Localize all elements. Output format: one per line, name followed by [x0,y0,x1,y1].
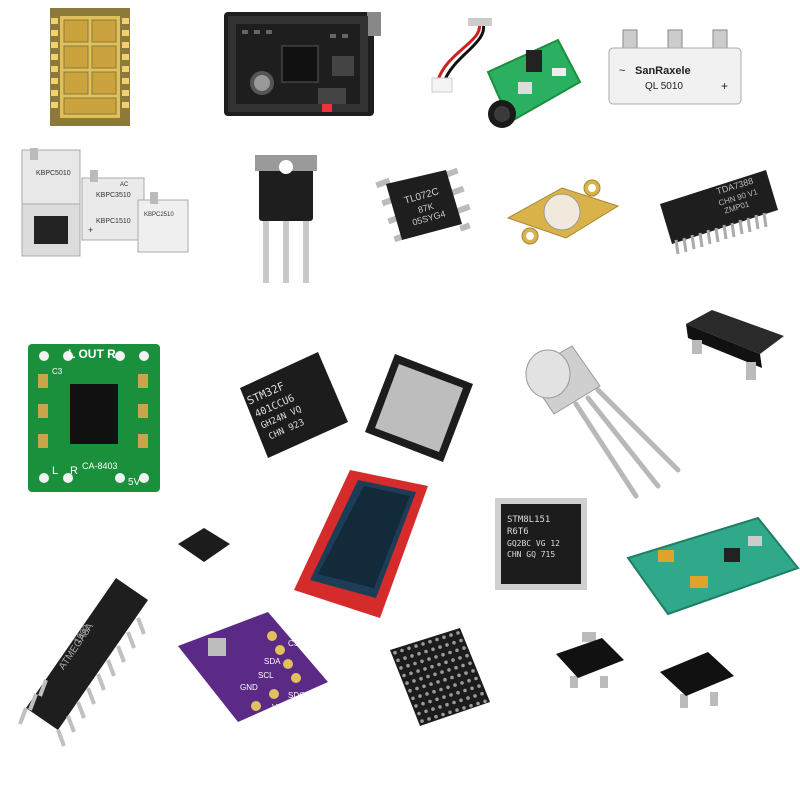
pam-title: L OUT R [68,347,116,361]
kbpc-ac-label: AC [120,182,129,188]
teal-module-board [626,516,800,618]
dip-atmega-chip: ATMEGA8A 1902 [6,578,156,748]
kbpc-label-b: KBPC3510 [96,192,131,199]
stm8l-line1: STM8L151 [507,515,551,525]
sot89-right [660,646,736,710]
sop8-tl072c: TL072C 87K 05SYG4 [372,167,471,250]
sot89-left [556,632,626,692]
stm8l-line3: GQ2BC VG 12 [507,539,560,548]
stm8l-line2: R6T6 [507,527,529,537]
kbpc-bridge-rectifiers: KBPC5010 KBPC3510 KBPC2510 KBPC1510 AC + [20,148,190,260]
pam8403-amp-board: L OUT R C3 L R CA-8403 5V [28,344,160,492]
sensor-pin-sda: SDA [264,657,281,666]
qfn-chip [365,354,473,462]
kbpc-label-a: KBPC5010 [36,170,71,177]
pam-left: L [52,465,59,477]
sensor-pin-sdo: SDO [288,691,306,700]
to39-transistor [518,342,690,502]
sensor-pin-gnd: GND [240,683,258,692]
ql-plus-label: + [721,79,729,93]
kbpc-label-c: KBPC2510 [144,212,174,218]
ql-brand-label: SanRaxele [635,65,691,77]
purple-sensor-board: CS SDA SCL GND SDO VCC [178,612,328,724]
zip-tda7388: TDA7388 CHN 90 V1 ZMP01 [660,168,780,258]
pam-right: R [70,465,78,477]
tft-display-module [288,470,428,618]
kbpc-label-d: KBPC1510 [96,218,131,225]
sensor-pin-vcc: VCC [272,703,289,712]
small-qfn-chip [178,522,230,566]
pam-cap-label: C3 [52,367,63,376]
to247-transistor [255,155,317,285]
sot223-package [680,310,788,382]
stm8l-lqfp-chip: STM8L151 R6T6 GQ2BC VG 12 CHN GQ 715 [495,498,587,590]
bridge-rectifier-ql5010: SanRaxele ~ QL 5010 + [605,29,745,110]
rf-power-transistor [506,178,620,248]
ql-part-label: QL 5010 [645,81,683,92]
audio-amp-board [418,10,588,140]
stm32f-qfn-chip: STM32F 401CCU6 GH24N VQ CHN 923 [232,346,350,462]
stm8l-line4: CHN GQ 715 [507,550,556,559]
sensor-pin-scl: SCL [258,671,274,680]
pam-voltage: 5V [128,477,141,488]
sensor-pin-cs: CS [288,639,300,648]
gold-pad-module [50,8,130,126]
bga-chip [390,628,490,726]
pam-model: CA-8403 [82,461,118,471]
ql-minus-label: ~ [619,65,626,77]
kbpc-plus-label: + [88,225,94,235]
stm32-dev-board [222,8,382,120]
